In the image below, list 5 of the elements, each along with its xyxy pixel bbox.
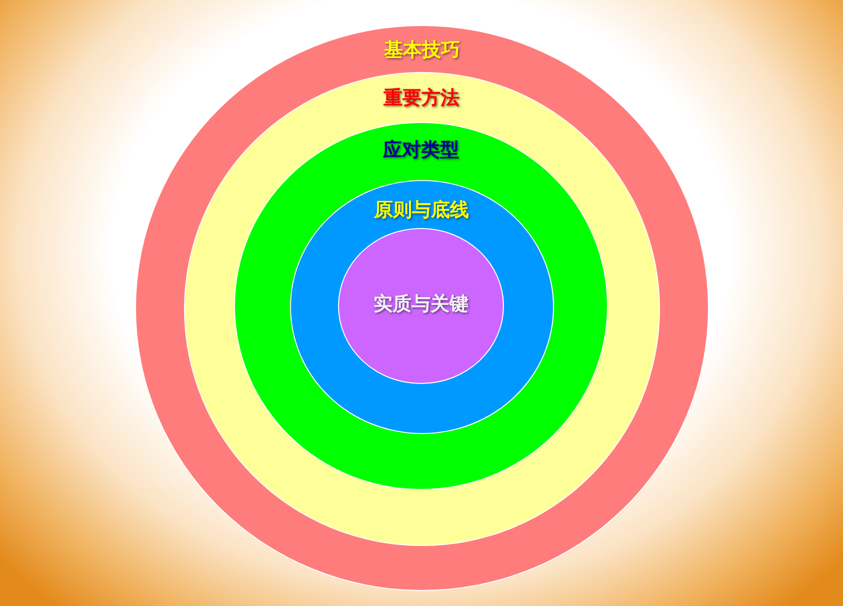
ring-label: 重要方法	[384, 86, 460, 110]
ring-label: 实质与关键	[374, 292, 468, 316]
ring-label: 应对类型	[383, 138, 459, 162]
ring-label: 原则与底线	[374, 198, 469, 222]
ring-label: 基本技巧	[384, 38, 460, 62]
